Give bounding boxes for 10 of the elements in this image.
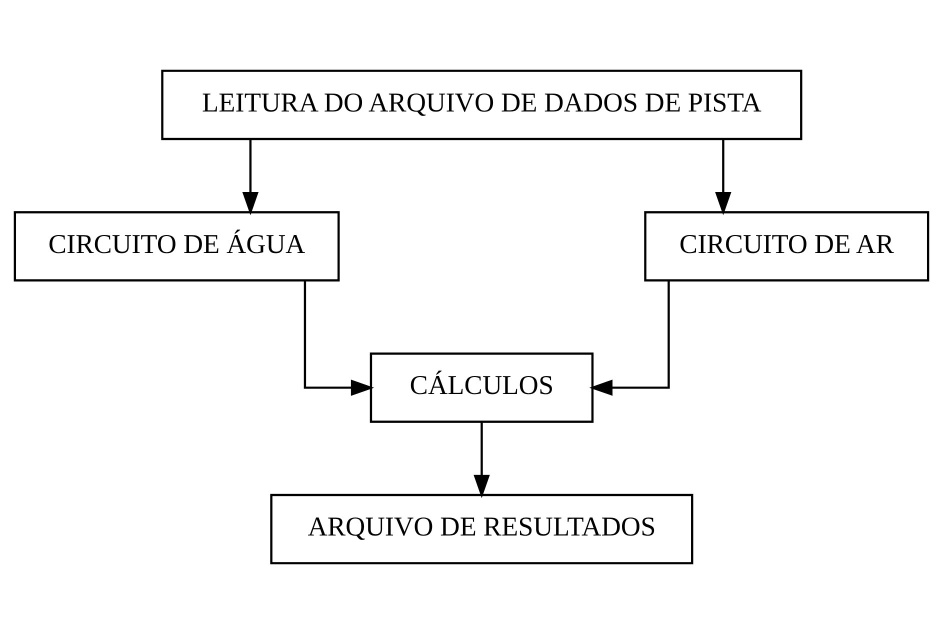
- node-box: CIRCUITO DE ÁGUA: [14, 211, 340, 282]
- arrow: [242, 139, 259, 216]
- node-box: ARQUIVO DE RESULTADOS: [270, 494, 694, 564]
- arrow: [589, 280, 670, 396]
- arrow: [474, 422, 490, 498]
- node-box: LEITURA DO ARQUIVO DE DADOS DE PISTA: [161, 70, 802, 140]
- node-box: CIRCUITO DE AR: [644, 211, 930, 282]
- arrow: [715, 139, 732, 216]
- arrow: [304, 280, 374, 396]
- node-box: CÁLCULOS: [370, 352, 594, 423]
